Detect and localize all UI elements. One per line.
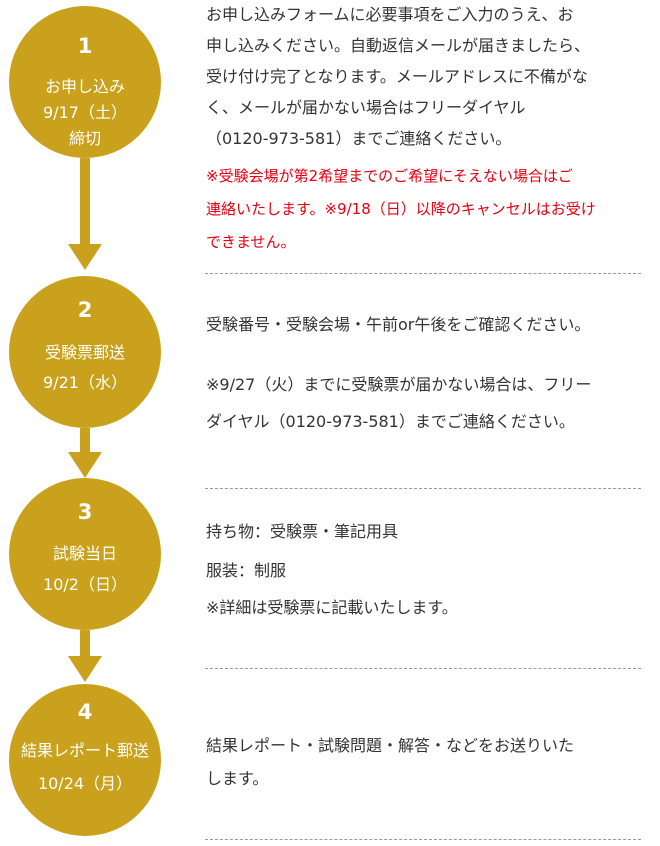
- divider: [205, 488, 641, 489]
- step-1-text-line: （0120-973-581）までご連絡ください。: [206, 129, 512, 148]
- step-1-number: 1: [77, 34, 93, 58]
- step-1-text-line: 申し込みください。自動返信メールが届きましたら、: [206, 36, 591, 55]
- step-1-text-line: お申し込みフォームに必要事項をご入力のうえ、お: [206, 5, 574, 24]
- step-2-date: 9/21（水）: [43, 373, 127, 392]
- step-1-notice-line: 連絡いたします。※9/18（日）以降のキャンセルはお受け: [206, 200, 596, 218]
- step-3-circle: 3 試験当日 10/2（日）: [9, 478, 161, 630]
- step-1-text-line: く、メールが届かない場合はフリーダイヤル: [206, 98, 526, 117]
- step-4-text-line: 結果レポート・試験問題・解答・などをお送りいた: [206, 736, 575, 755]
- step-1-notice-line: できません。: [206, 233, 296, 251]
- divider: [205, 839, 641, 840]
- step-4-number: 4: [77, 700, 93, 724]
- arrow-down-icon: [68, 656, 102, 682]
- step-1-date: 9/17（土）: [43, 103, 127, 122]
- divider: [205, 668, 641, 669]
- step-2-text-line: ダイヤル（0120-973-581）までご連絡ください。: [206, 412, 575, 431]
- step-1-notice-line: ※受験会場が第2希望までのご希望にそえない場合はご: [206, 167, 573, 185]
- step-3-text-line: ※詳細は受験票に記載いたします。: [206, 598, 458, 617]
- step-4-circle: 4 結果レポート郵送 10/24（月）: [9, 684, 161, 836]
- step-1-date-suffix: 締切: [68, 129, 101, 148]
- arrow-1-stem: [80, 158, 90, 244]
- arrow-down-icon: [68, 244, 102, 270]
- arrow-down-icon: [68, 452, 102, 478]
- step-3-text-line: 持ち物：受験票・筆記用具: [206, 522, 399, 541]
- step-3-text-line: 服装：制服: [206, 561, 287, 580]
- step-1-text-line: 受け付け完了となります。メールアドレスに不備がな: [206, 67, 588, 86]
- step-2-title: 受験票郵送: [44, 343, 125, 362]
- step-2-text-line: 受験番号・受験会場・午前or午後をご確認ください。: [206, 315, 591, 334]
- step-3-title: 試験当日: [52, 544, 117, 563]
- step-3-date: 10/2（日）: [43, 575, 127, 594]
- step-1-circle: 1 お申し込み 9/17（土） 締切: [9, 6, 161, 158]
- step-3-number: 3: [77, 500, 93, 524]
- step-2-number: 2: [77, 298, 93, 322]
- arrow-2-stem: [80, 428, 90, 452]
- step-4-text-line: します。: [206, 769, 269, 788]
- step-4-date: 10/24（月）: [37, 774, 133, 793]
- divider: [205, 273, 641, 274]
- step-4-title: 結果レポート郵送: [20, 741, 149, 760]
- step-2-text-line: ※9/27（火）までに受験票が届かない場合は、フリー: [206, 375, 592, 394]
- step-2-circle: 2 受験票郵送 9/21（水）: [9, 276, 161, 428]
- arrow-3-stem: [80, 630, 90, 656]
- step-1-title: お申し込み: [44, 77, 125, 96]
